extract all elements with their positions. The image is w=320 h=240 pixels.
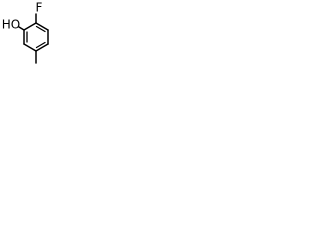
ring-bond-c4-c5 [23,43,37,52]
bond-to-hydroxyl [18,26,25,31]
double-bond-inner-c1-c2 [35,25,46,33]
ring-bond-c6-c1 [23,22,37,31]
chemical-structure-diagram: F HO [2,1,49,64]
fluorine-label: F [36,1,43,15]
molecule-canvas: F HO [0,0,79,78]
ring-bond-c3-c4 [35,43,49,52]
double-bond-inner-c3-c4 [35,41,46,49]
ring-bond-c1-c2 [35,22,49,31]
hydroxyl-label: HO [2,18,20,32]
